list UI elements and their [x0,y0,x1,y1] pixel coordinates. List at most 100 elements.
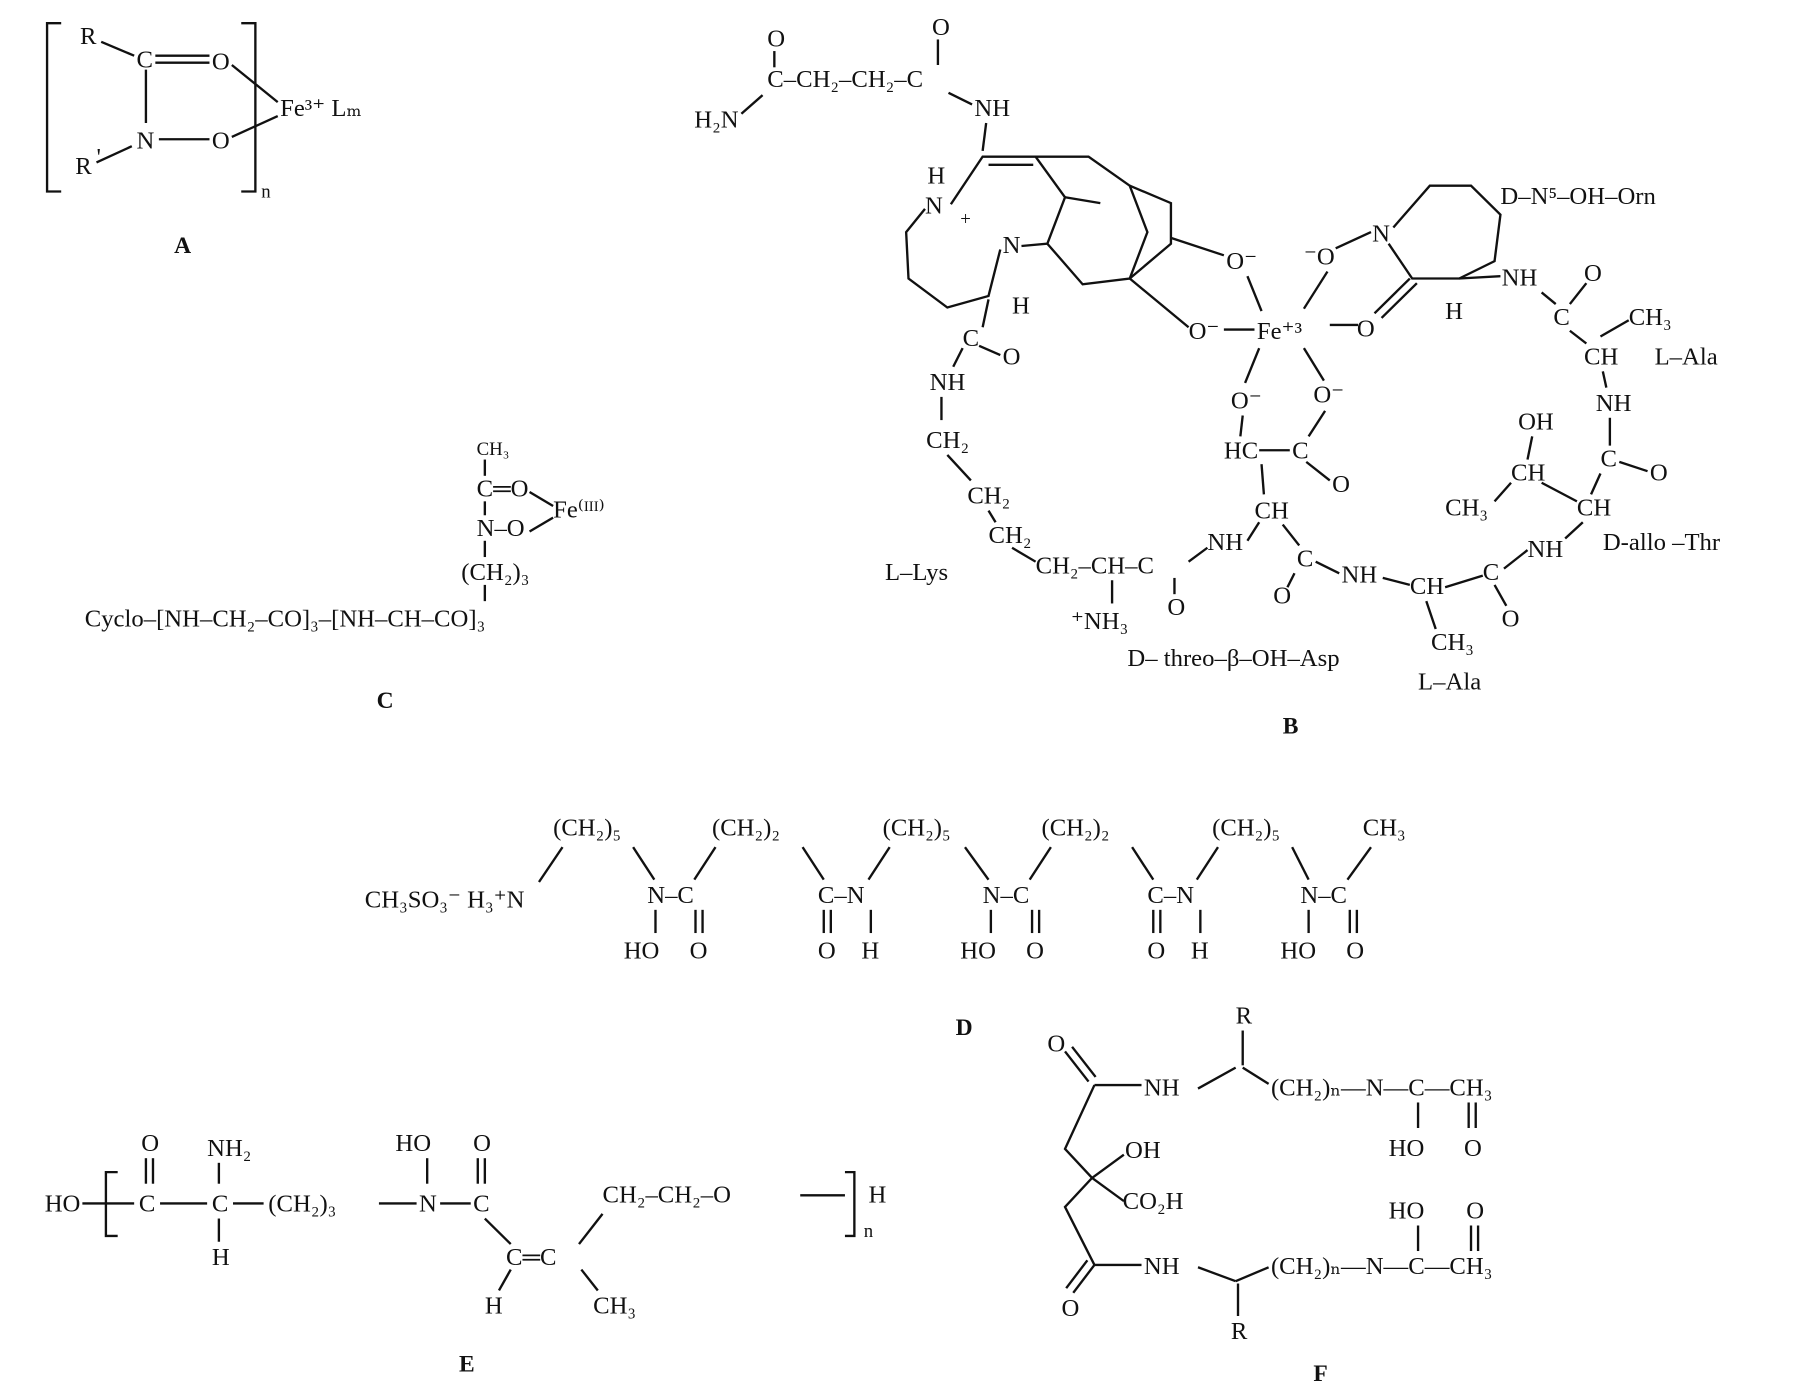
caption-c: C [377,688,394,714]
atom-label: H₂N [694,107,739,134]
caption-a: A [174,233,191,259]
atom-label: O⁻ [1189,318,1220,345]
atom-label: CH₃ [1629,304,1672,331]
atom-label: HO [1389,1198,1425,1225]
atom-label: NH [1596,390,1632,417]
atom-label: C [212,1191,228,1218]
atom-label: O [1047,1031,1065,1058]
residue-label: L–Lys [885,559,948,586]
metal-center: Fe⁺³ [1257,318,1302,345]
atom-label: R [1231,1318,1248,1345]
residue-label: D-allo –Thr [1603,529,1720,556]
atom-label: R [75,153,92,180]
atom-label: OH [1518,409,1554,436]
atom-label: C–N [818,882,865,909]
atom-label: C [1483,559,1499,586]
atom-label: N [1003,232,1021,259]
atom-label: O [1650,460,1668,487]
atom-label: HC [1224,438,1258,465]
atom-label: (CH₂)ₙ—N—C—CH₃ [1271,1253,1492,1280]
atom-label: NH [1207,529,1243,556]
atom-label: N [419,1191,437,1218]
atom-label: O [1346,938,1364,965]
atom-label: CH₃ [477,439,510,460]
atom-label: Fe⁽ᴵᴵᴵ⁾ [553,497,605,524]
atom-label: HO [1280,938,1316,965]
atom-label: C [139,1191,155,1218]
structure-e: HO C O NH₂ C H (CH₂)₃ N HO O C C═C H CH₂… [45,1130,887,1377]
caption-d: D [956,1015,973,1041]
atom-label: O⁻ [1313,382,1344,409]
atom-label: H [927,163,945,190]
residue-label: D–N⁵–OH–Orn [1500,183,1655,210]
atom-label: CH [1410,573,1444,600]
atom-label: O [1026,938,1044,965]
atom-label: O [1584,260,1602,287]
right-bracket [241,22,257,193]
atom-label: NH [1342,562,1378,589]
atom-label: ⁻O [1304,244,1335,271]
repeat-n: n [261,181,271,202]
atom-label: O [141,1130,159,1157]
atom-label: H [861,938,879,965]
atom-label: H [1012,292,1030,319]
atom-label: CO₂H [1123,1188,1184,1215]
residue-label: D– threo–β–OH–Asp [1127,645,1339,672]
atom-label: O [818,938,836,965]
atom-label: C [963,325,979,352]
atom-label: H [485,1293,503,1320]
atom-label: CH [1254,498,1288,525]
structure-a: R C O Fe³⁺ Lₘ N O R ' n A [45,22,362,259]
atom-label: ⁺NH₃ [1071,608,1128,635]
atom-label: C [1553,304,1569,331]
atom-label: (CH₂)₃ [461,559,529,586]
atom-label: R [1236,1003,1253,1030]
atom-label: CH₃ [593,1293,636,1320]
atom-label: C [1600,446,1616,473]
atom-label: CH₂–CH–C [1036,552,1154,579]
atom-label: C═C [506,1244,556,1271]
atom-label: NH [930,369,966,396]
structure-f: O NH R (CH₂)ₙ—N—C—CH₃ HO O OH CO₂H HO O … [1047,1003,1492,1381]
residue-label: L–Ala [1655,344,1718,371]
caption-f: F [1313,1361,1327,1381]
caption-e: E [459,1352,475,1378]
structure-c: CH₃ C═O Fe⁽ᴵᴵᴵ⁾ N–O (CH₂)₃ Cyclo–[NH–CH₂… [85,439,605,714]
atom-label: HO [45,1191,81,1218]
atom-label: C–CH₂–CH₂–C [767,66,923,93]
atom-label: C [473,1191,489,1218]
atom-label: O [212,128,230,155]
atom-label: O [767,26,785,53]
atom-label: O [690,938,708,965]
atom-label: O [212,49,230,76]
atom-label: C–N [1147,882,1194,909]
atom-label: CH₂ [989,522,1032,549]
atom-label: O [1061,1295,1079,1322]
atom-label: O⁻ [1226,248,1257,275]
atom-label: O [1273,583,1291,610]
residue-label: L–Ala [1418,668,1481,695]
formula-line: Cyclo–[NH–CH₂–CO]₃–[NH–CH–CO]₃ [85,606,485,633]
repeat-n: n [864,1221,874,1242]
atom-label: O [1466,1198,1484,1225]
atom-label: (CH₂)₂ [1041,815,1109,842]
atom-label: NH [974,95,1010,122]
atom-label: CH [1584,344,1618,371]
left-bracket [45,22,62,193]
atom-label: CH [1577,494,1611,521]
atom-label: ' [96,144,100,171]
atom-label: NH₂ [207,1135,251,1162]
atom-label: OH [1125,1137,1161,1164]
atom-label: NH [1144,1253,1180,1280]
atom-label: N [925,193,943,220]
atom-label: (CH₂)ₙ—N—C—CH₃ [1271,1075,1492,1102]
atom-label: N–C [983,882,1030,909]
atom-label: CH₃ [1431,629,1474,656]
atom-label: (CH₂)₅ [1212,815,1280,842]
atom-label: (CH₂)₃ [268,1191,336,1218]
atom-label: N–C [647,882,694,909]
atom-label: CH₂ [926,427,969,454]
atom-label: O [1464,1135,1482,1162]
atom-label: O [1167,594,1185,621]
